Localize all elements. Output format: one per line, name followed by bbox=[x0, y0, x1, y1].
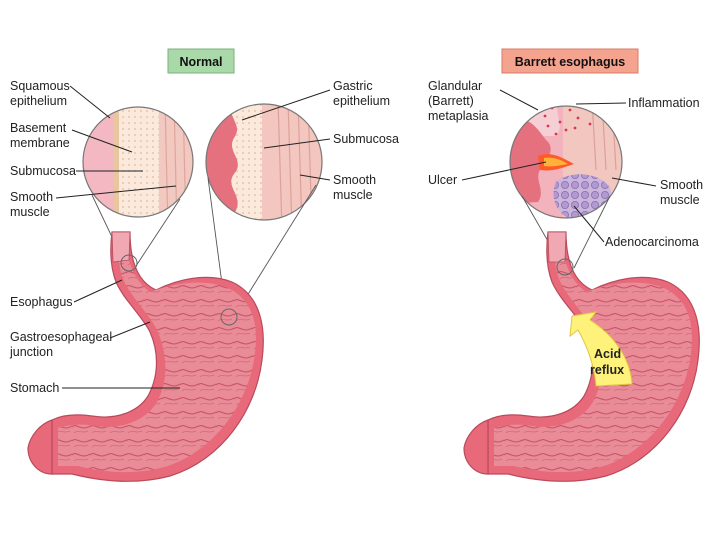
label-stomach: Stomach bbox=[10, 381, 59, 395]
barrett-labels: Glandular (Barrett) metaplasia Inflammat… bbox=[428, 79, 707, 377]
barrett-zoom-circle bbox=[509, 105, 623, 219]
normal-stomach-zoom-circle bbox=[205, 103, 323, 221]
label-adenocarcinoma: Adenocarcinoma bbox=[605, 235, 699, 249]
normal-stomach-illustration bbox=[27, 231, 264, 482]
label-gastroesophageal-junction: Gastroesophageal junction bbox=[9, 330, 116, 359]
normal-esophagus-zoom-circle bbox=[82, 106, 194, 218]
label-smooth-muscle-barrett: Smooth muscle bbox=[660, 178, 707, 207]
label-smooth-muscle-right: Smooth muscle bbox=[333, 173, 380, 202]
normal-labels: Squamous epithelium Basement membrane Su… bbox=[9, 79, 399, 395]
label-gastric-epithelium: Gastric epithelium bbox=[333, 79, 390, 108]
label-inflammation: Inflammation bbox=[628, 96, 700, 110]
label-esophagus: Esophagus bbox=[10, 295, 73, 309]
normal-title-badge: Normal bbox=[167, 48, 235, 74]
acid-reflux-arrow bbox=[569, 311, 633, 387]
label-smooth-muscle: Smooth muscle bbox=[10, 190, 57, 219]
barrett-title: Barrett esophagus bbox=[515, 55, 625, 69]
label-squamous-epithelium: Squamous epithelium bbox=[10, 79, 73, 108]
normal-title: Normal bbox=[179, 55, 222, 69]
label-ulcer: Ulcer bbox=[428, 173, 457, 187]
label-glandular-metaplasia: Glandular (Barrett) metaplasia bbox=[428, 79, 488, 123]
label-acid-reflux: Acid reflux bbox=[590, 347, 625, 377]
barrett-title-badge: Barrett esophagus bbox=[501, 48, 639, 74]
barrett-stomach-illustration bbox=[463, 231, 700, 482]
label-submucosa: Submucosa bbox=[10, 164, 76, 178]
label-submucosa-right: Submucosa bbox=[333, 132, 399, 146]
label-basement-membrane: Basement membrane bbox=[10, 121, 70, 150]
